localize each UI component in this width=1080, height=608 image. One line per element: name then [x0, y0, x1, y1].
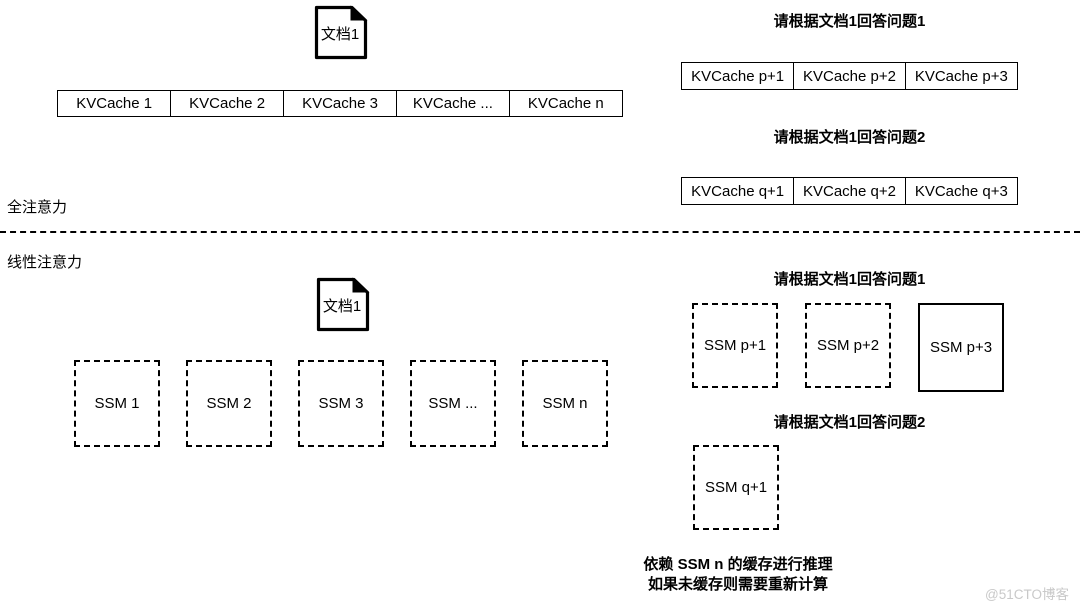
ssm-box-cached: SSM p+3 [918, 303, 1004, 392]
ssm-box: SSM q+1 [693, 445, 779, 530]
question1-title-full: 请根据文档1回答问题1 [773, 13, 926, 30]
section-divider [0, 231, 1080, 233]
kvcache-cell: KVCache 3 [282, 90, 398, 117]
ssm-box: SSM 3 [298, 360, 384, 447]
ssm-box: SSM n [522, 360, 608, 447]
kvcache-cell: KVCache p+3 [904, 62, 1018, 90]
ssm-box: SSM 2 [186, 360, 272, 447]
watermark: @51CTO博客 [985, 587, 1069, 602]
kvcache-cell: KVCache q+1 [681, 177, 795, 205]
document-icon-shape [314, 275, 372, 334]
cache-caption: 依赖 SSM n 的缓存进行推理 如果未缓存则需要重新计算 [613, 555, 863, 595]
kvcache-cell: KVCache ... [395, 90, 511, 117]
document-label: 文档1 [320, 25, 360, 43]
question2-title-full: 请根据文档1回答问题2 [773, 129, 926, 146]
kvcache-q-row: KVCache q+1 KVCache q+2 KVCache q+3 [681, 177, 1018, 205]
kvcache-cell: KVCache 2 [169, 90, 285, 117]
ssm-box: SSM p+1 [692, 303, 778, 388]
ssm-box: SSM ... [410, 360, 496, 447]
kvcache-cell: KVCache 1 [57, 90, 172, 117]
full-attention-label: 全注意力 [7, 199, 68, 216]
kvcache-row: KVCache 1 KVCache 2 KVCache 3 KVCache ..… [57, 90, 624, 117]
kvcache-cell: KVCache p+1 [681, 62, 795, 90]
question2-title-linear: 请根据文档1回答问题2 [773, 414, 926, 431]
document-icon: 文档1 [312, 3, 370, 62]
document-icon: 文档1 [314, 275, 372, 334]
ssm-p-row: SSM p+1 SSM p+2 SSM p+3 [692, 303, 1004, 392]
kvcache-cell: KVCache q+2 [792, 177, 907, 205]
linear-attention-label: 线性注意力 [7, 254, 83, 271]
ssm-row: SSM 1 SSM 2 SSM 3 SSM ... SSM n [74, 360, 608, 447]
kvcache-cell: KVCache q+3 [904, 177, 1018, 205]
kvcache-cell: KVCache n [508, 90, 624, 117]
document-icon-shape [312, 3, 370, 62]
question1-title-linear: 请根据文档1回答问题1 [773, 271, 926, 288]
ssm-box: SSM 1 [74, 360, 160, 447]
document-label: 文档1 [322, 297, 362, 315]
ssm-box: SSM p+2 [805, 303, 891, 388]
kvcache-cell: KVCache p+2 [792, 62, 907, 90]
cache-caption-line1: 依赖 SSM n 的缓存进行推理 [643, 556, 833, 573]
kvcache-p-row: KVCache p+1 KVCache p+2 KVCache p+3 [681, 62, 1018, 90]
cache-caption-line2: 如果未缓存则需要重新计算 [647, 576, 828, 593]
